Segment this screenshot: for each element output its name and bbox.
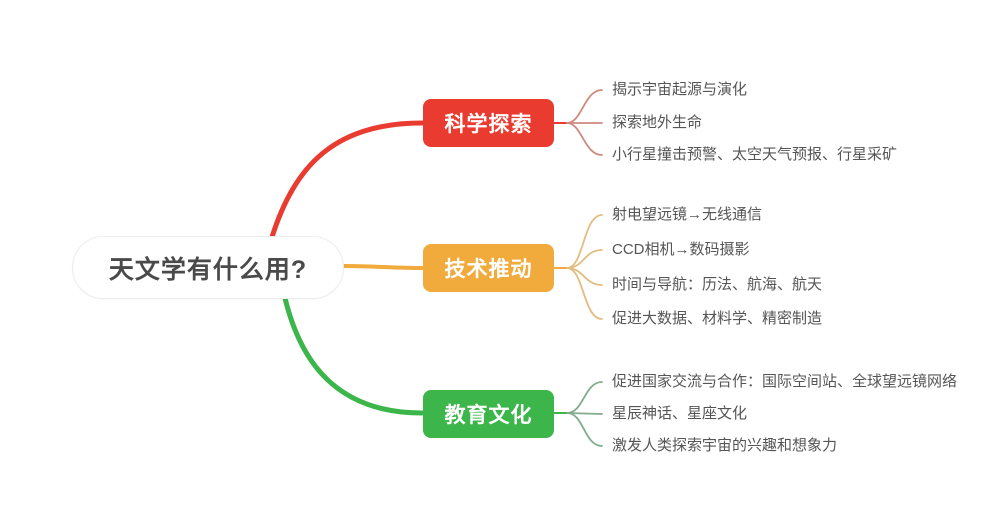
branch-label: 技术推动 bbox=[444, 258, 533, 281]
leaf-item[interactable]: 星辰神话、星座文化 bbox=[612, 405, 748, 422]
science-leaf-1-line bbox=[566, 89, 603, 124]
branch-label: 科学探索 bbox=[444, 113, 533, 136]
branch-label: 教育文化 bbox=[444, 404, 533, 427]
leaf-item[interactable]: 时间与导航：历法、航海、航天 bbox=[612, 276, 823, 293]
root-to-science-curve bbox=[269, 120, 425, 240]
branch-node-education-culture[interactable]: 教育文化 bbox=[423, 390, 554, 438]
leaf-item[interactable]: 促进大数据、材料学、精密制造 bbox=[612, 310, 823, 327]
root-node-label: 天文学有什么用? bbox=[108, 255, 308, 284]
leaf-item[interactable]: 激发人类探索宇宙的兴趣和想象力 bbox=[612, 437, 838, 454]
leaf-item[interactable]: 射电望远镜→无线通信 bbox=[612, 206, 763, 223]
root-to-education-curve bbox=[282, 295, 425, 416]
root-to-technology-curve bbox=[342, 264, 424, 270]
leaf-item[interactable]: 探索地外生命 bbox=[612, 114, 703, 131]
leaf-item[interactable]: 促进国家交流与合作：国际空间站、全球望远镜网络 bbox=[612, 373, 958, 390]
science-leaf-3-line bbox=[566, 122, 603, 156]
leaf-item[interactable]: CCD相机→数码摄影 bbox=[612, 241, 750, 258]
branch-node-science-exploration[interactable]: 科学探索 bbox=[423, 99, 554, 147]
education-leaf-3-line bbox=[566, 412, 603, 447]
technology-leaf-4-line bbox=[566, 267, 603, 320]
root-node[interactable]: 天文学有什么用? bbox=[72, 236, 344, 299]
branch-node-technology-push[interactable]: 技术推动 bbox=[423, 244, 554, 292]
leaf-item[interactable]: 揭示宇宙起源与演化 bbox=[612, 81, 748, 98]
education-leaf-1-line bbox=[566, 381, 603, 414]
technology-leaf-1-line bbox=[566, 214, 603, 269]
education-leaf-2-line bbox=[566, 412, 603, 415]
leaf-item[interactable]: 小行星撞击预警、太空天气预报、行星采矿 bbox=[612, 146, 898, 163]
